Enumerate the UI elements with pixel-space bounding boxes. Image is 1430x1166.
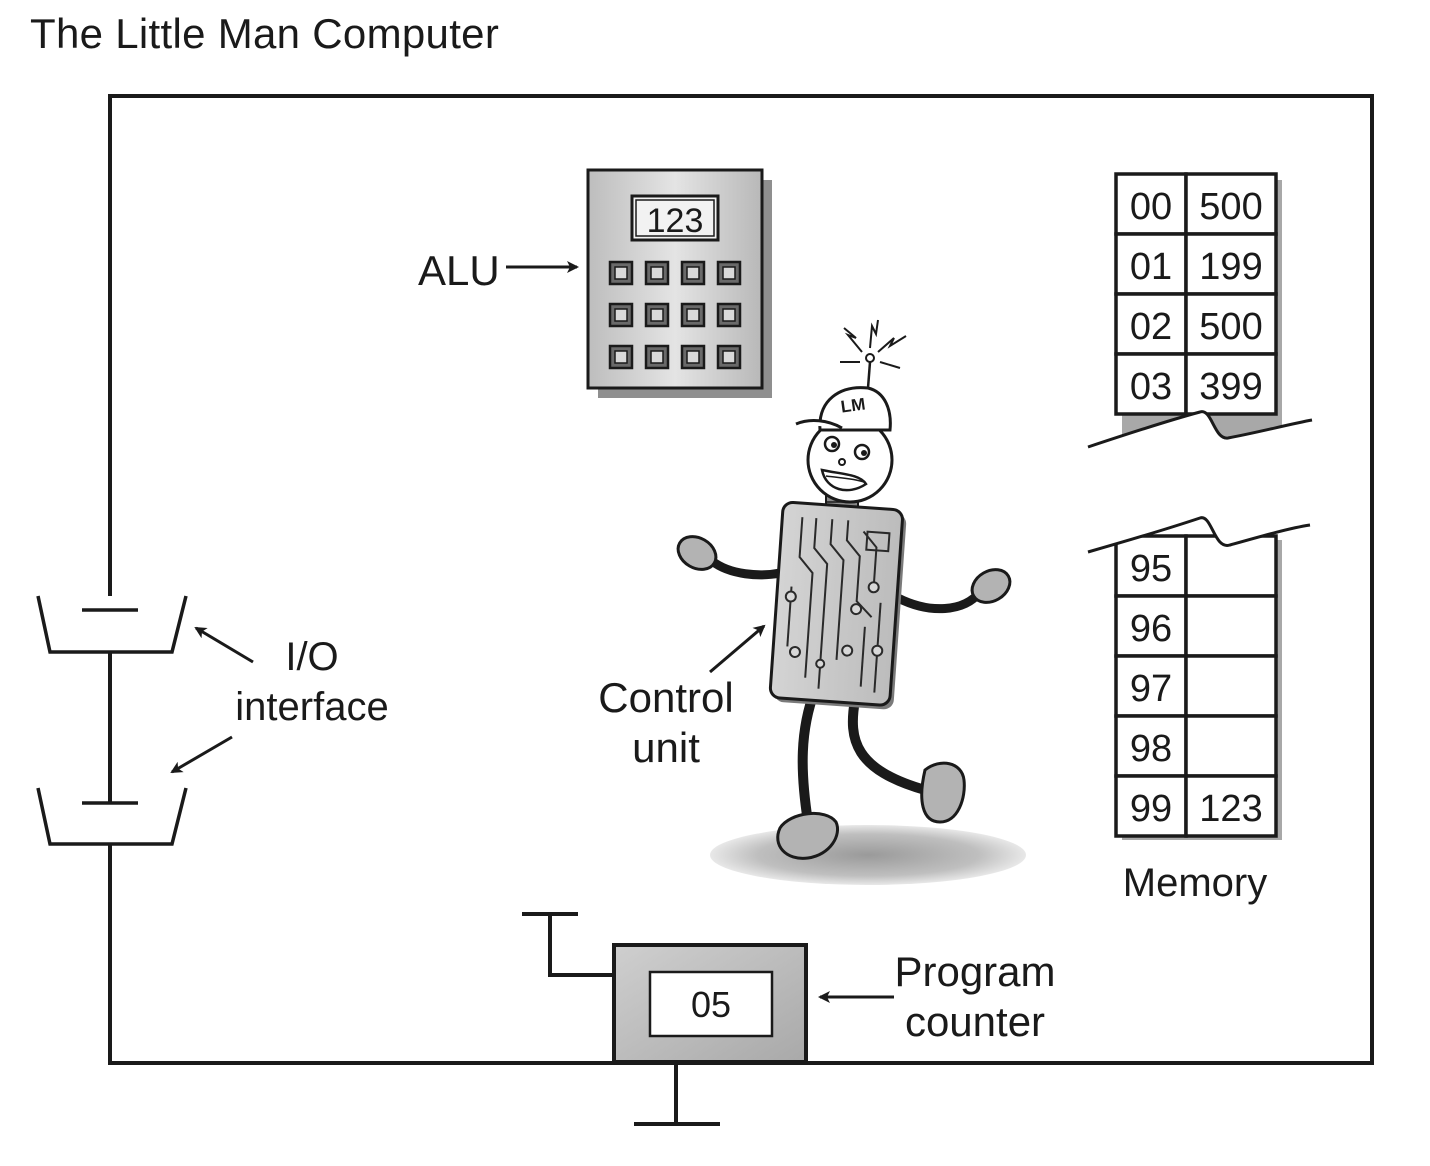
alu-label: ALU [418, 247, 500, 294]
memory: 00 500 01 199 02 500 03 399 95 96 97 98 99 123 [1087, 172, 1313, 840]
memory-bottom-address: 95 [1130, 548, 1172, 590]
memory-bottom-address: 97 [1130, 668, 1172, 710]
memory-top-address: 01 [1130, 246, 1172, 288]
cap-text: LM [840, 394, 867, 416]
memory-top-cells: 00 500 01 199 02 500 03 399 [1114, 172, 1278, 416]
floor-shadow [710, 825, 1026, 885]
control-unit-label-line1: Control [598, 674, 733, 721]
memory-tear-top [1088, 411, 1312, 470]
memory-bottom-value-cell [1184, 714, 1278, 778]
memory-top-value: 399 [1199, 366, 1262, 408]
memory-top-value-cell [1184, 172, 1278, 236]
memory-top-value: 199 [1199, 246, 1262, 288]
memory-top-address-cell [1114, 292, 1188, 356]
io-arrow-top [194, 626, 254, 664]
memory-top-value-cell [1184, 352, 1278, 416]
memory-top-value: 500 [1199, 186, 1262, 228]
memory-top-address: 00 [1130, 186, 1172, 228]
memory-top-address-cell [1114, 172, 1188, 236]
memory-bottom-value-cell [1184, 654, 1278, 718]
memory-bottom-address-cell [1114, 714, 1188, 778]
alu-display [630, 194, 720, 242]
memory-bottom-address: 99 [1130, 788, 1172, 830]
memory-bottom-address: 98 [1130, 728, 1172, 770]
control-unit-label-line2: unit [632, 724, 700, 771]
memory-tear-bottom [1088, 500, 1310, 552]
memory-top-address: 03 [1130, 366, 1172, 408]
memory-bottom-value-cell [1184, 594, 1278, 658]
memory-top-value-cell [1184, 232, 1278, 296]
program-counter: 05 [522, 912, 808, 1126]
diagram-title: The Little Man Computer [30, 10, 500, 57]
memory-label: Memory [1123, 861, 1267, 905]
io-label-line1: I/O [285, 635, 338, 679]
memory-bottom-address: 96 [1130, 608, 1172, 650]
control-unit-arrow [709, 624, 766, 674]
memory-top-value: 500 [1199, 306, 1262, 348]
memory-bottom-cells: 95 96 97 98 99 123 [1114, 534, 1278, 838]
alu-keypad [608, 260, 742, 370]
little-man: LM [676, 319, 1026, 885]
memory-bottom-value-cell [1184, 774, 1278, 838]
input-basket [36, 595, 188, 654]
memory-top-address-cell [1114, 352, 1188, 416]
alu: 123 [586, 168, 772, 398]
memory-bottom-value: 123 [1199, 788, 1262, 830]
program-counter-label-line2: counter [905, 998, 1045, 1045]
alu-display-value: 123 [647, 202, 704, 240]
io-arrow-bottom [170, 735, 233, 774]
program-counter-value: 05 [691, 984, 731, 1025]
program-counter-label-line1: Program [894, 948, 1055, 995]
circuit-board-body [768, 500, 904, 707]
io-label-line2: interface [235, 685, 388, 729]
memory-top-address: 02 [1130, 306, 1172, 348]
